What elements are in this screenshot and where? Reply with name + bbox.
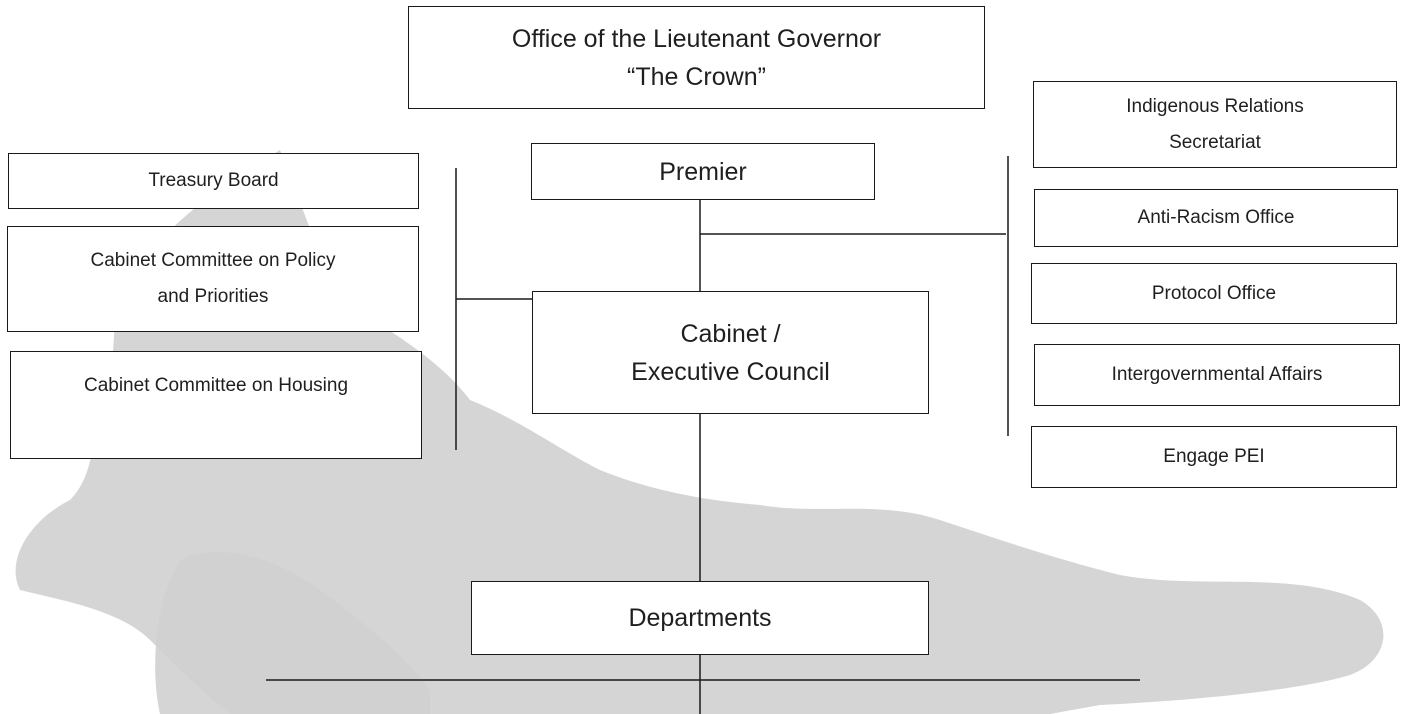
committee-label-line1: Cabinet Committee on Policy	[90, 250, 336, 271]
office-engage-pei: Engage PEI	[1031, 426, 1397, 488]
office-label: Protocol Office	[1151, 282, 1277, 304]
office-indigenous-relations: Indigenous Relations Secretariat	[1033, 81, 1397, 168]
lieutenant-governor-title: Office of the Lieutenant Governor	[511, 24, 882, 53]
office-label: Intergovernmental Affairs	[1111, 364, 1323, 385]
premier-box: Premier	[531, 143, 875, 200]
lieutenant-governor-box: Office of the Lieutenant Governor “The C…	[408, 6, 985, 109]
cabinet-label-line1: Cabinet /	[680, 319, 781, 348]
office-intergovernmental-affairs: Intergovernmental Affairs	[1034, 344, 1400, 406]
office-label: Engage PEI	[1163, 446, 1265, 467]
premier-label: Premier	[659, 157, 747, 186]
office-label: Anti-Racism Office	[1137, 207, 1295, 228]
lieutenant-governor-subtitle: “The Crown”	[627, 62, 766, 91]
cabinet-label-line2: Executive Council	[631, 357, 830, 386]
island-southwest-lobe	[155, 551, 431, 714]
cabinet-box: Cabinet / Executive Council	[532, 291, 929, 414]
departments-box: Departments	[471, 581, 929, 655]
committee-policy-priorities: Cabinet Committee on Policy and Prioriti…	[7, 226, 419, 332]
office-label-line1: Indigenous Relations	[1126, 95, 1304, 117]
committee-housing: Cabinet Committee on Housing	[10, 351, 422, 459]
committee-label-line2: and Priorities	[157, 286, 269, 307]
committee-label: Treasury Board	[148, 170, 279, 191]
committee-treasury-board: Treasury Board	[8, 153, 419, 209]
island-silhouette	[15, 150, 1384, 714]
office-label-line2: Secretariat	[1169, 131, 1261, 153]
committee-label: Cabinet Committee on Housing	[83, 375, 349, 396]
office-protocol: Protocol Office	[1031, 263, 1397, 324]
office-anti-racism: Anti-Racism Office	[1034, 189, 1398, 247]
departments-label: Departments	[628, 604, 772, 632]
